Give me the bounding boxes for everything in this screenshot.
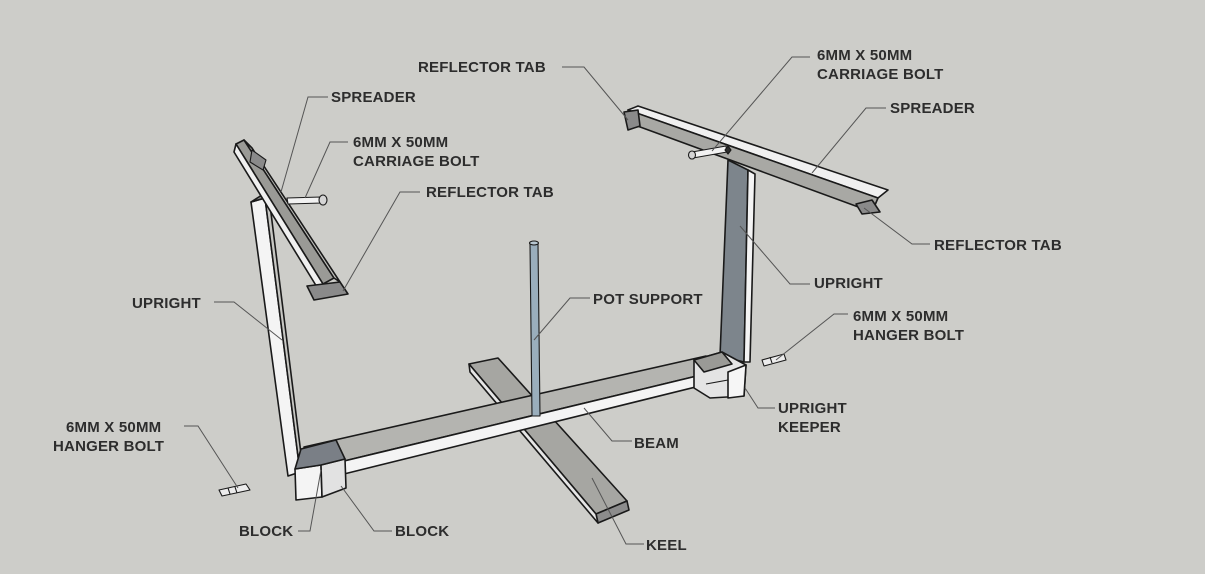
- label-upright-keeper: UPRIGHT KEEPER: [778, 399, 847, 437]
- label-carriage-bolt-left-line1: 6MM X 50MM: [353, 134, 449, 151]
- label-carriage-bolt-left: 6MM X 50MM CARRIAGE BOLT: [353, 133, 479, 171]
- label-spreader-left: SPREADER: [331, 89, 416, 106]
- label-reflector-tab-top: REFLECTOR TAB: [418, 59, 546, 76]
- label-reflector-tab-left: REFLECTOR TAB: [426, 184, 554, 201]
- label-beam: BEAM: [634, 435, 679, 452]
- beam: [303, 355, 733, 475]
- spreader-right: [623, 105, 889, 215]
- hanger-bolt-left: [218, 483, 251, 497]
- label-hanger-bolt-right-line2: HANGER BOLT: [853, 327, 965, 344]
- label-upright-right: UPRIGHT: [814, 275, 883, 292]
- label-upright-keeper-line1: UPRIGHT: [778, 400, 847, 417]
- label-hanger-bolt-right: 6MM X 50MM HANGER BOLT: [853, 307, 964, 345]
- spreader-left: [233, 139, 349, 301]
- label-hanger-bolt-right-line1: 6MM X 50MM: [853, 308, 949, 325]
- label-block-right: BLOCK: [395, 523, 450, 540]
- label-hanger-bolt-left-line1: 6MM X 50MM: [66, 419, 162, 436]
- hanger-bolt-right: [761, 353, 787, 367]
- block-left: [294, 439, 347, 501]
- pot-support: [528, 240, 541, 417]
- label-carriage-bolt-right-line1: 6MM X 50MM: [817, 47, 913, 64]
- label-keel: KEEL: [646, 537, 687, 554]
- label-hanger-bolt-left: 6MM X 50MM HANGER BOLT: [53, 418, 164, 456]
- label-upright-left: UPRIGHT: [132, 295, 201, 312]
- label-carriage-bolt-right: 6MM X 50MM CARRIAGE BOLT: [817, 46, 943, 84]
- upright-keeper-right: [693, 351, 747, 399]
- carriage-bolt-left: [286, 194, 328, 206]
- label-carriage-bolt-left-line2: CARRIAGE BOLT: [353, 153, 480, 170]
- leader-lines: [184, 56, 930, 545]
- label-carriage-bolt-right-line2: CARRIAGE BOLT: [817, 66, 944, 83]
- label-reflector-tab-right: REFLECTOR TAB: [934, 237, 1062, 254]
- label-upright-keeper-line2: KEEPER: [778, 419, 841, 436]
- label-hanger-bolt-left-line2: HANGER BOLT: [53, 438, 165, 455]
- label-spreader-right: SPREADER: [890, 100, 975, 117]
- upright-right: [719, 159, 756, 363]
- label-block-left: BLOCK: [239, 523, 294, 540]
- carriage-bolt-right: [687, 145, 732, 160]
- label-pot-support: POT SUPPORT: [593, 291, 703, 308]
